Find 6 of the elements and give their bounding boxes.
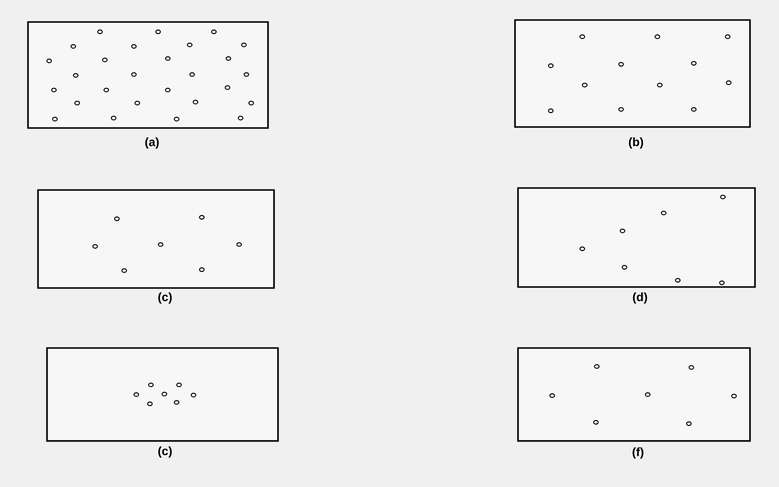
panel-label: (f) xyxy=(632,447,644,459)
panel-label: (c) xyxy=(158,446,172,458)
panel-label: (c) xyxy=(158,292,172,304)
panel-label: (d) xyxy=(632,292,648,304)
panel-label: (b) xyxy=(628,137,644,149)
panel-label: (a) xyxy=(145,137,159,149)
